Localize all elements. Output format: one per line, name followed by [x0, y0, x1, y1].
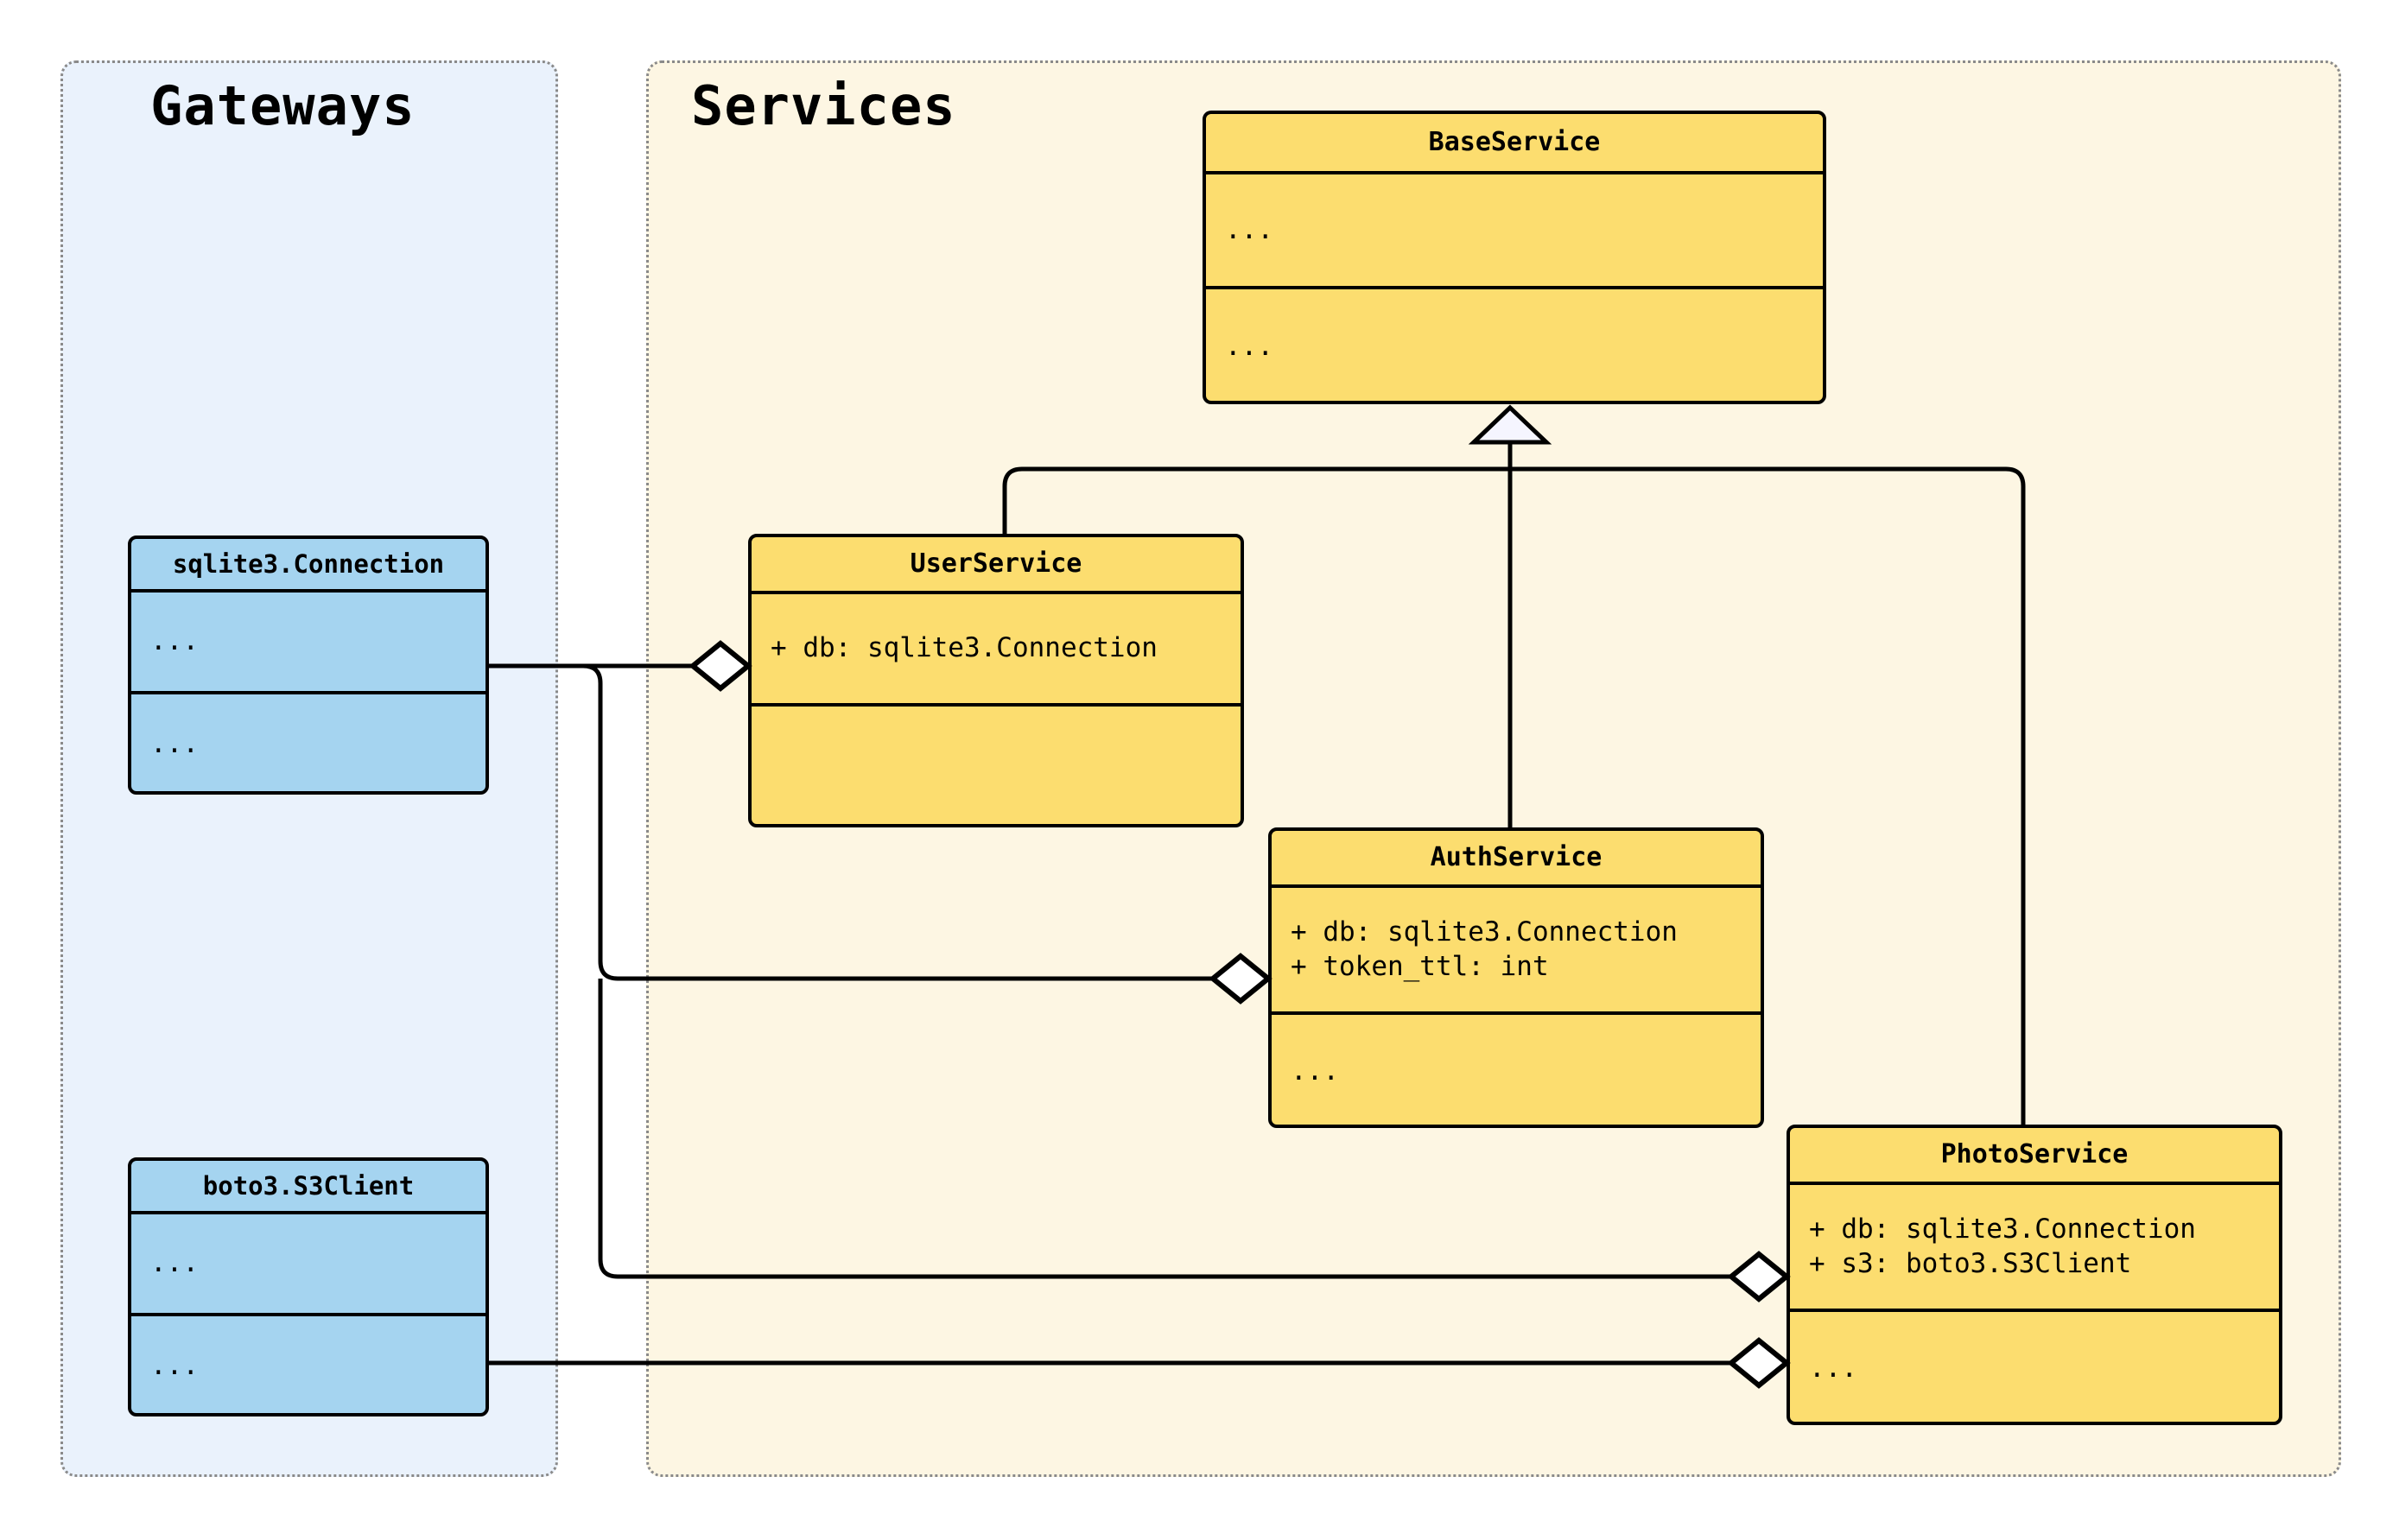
- class-methods-baseservice: ...: [1225, 330, 1273, 362]
- class-attributes-sqlite3-connection: ...: [131, 593, 486, 694]
- class-box-sqlite3-connection[interactable]: sqlite3.Connection ... ...: [128, 536, 489, 795]
- class-box-userservice[interactable]: UserService + db: sqlite3.Connection: [748, 534, 1244, 827]
- class-attributes-authservice: + db: sqlite3.Connection + token_ttl: in…: [1272, 888, 1761, 1015]
- class-box-photoservice[interactable]: PhotoService + db: sqlite3.Connection + …: [1787, 1125, 2282, 1425]
- class-box-baseservice[interactable]: BaseService ... ...: [1203, 111, 1826, 404]
- class-methods-sqlite3-connection: ...: [150, 728, 199, 760]
- class-title-boto3-s3client: boto3.S3Client: [131, 1161, 486, 1214]
- class-title-authservice: AuthService: [1272, 831, 1761, 888]
- class-methods-userservice: [752, 707, 1241, 824]
- class-title-sqlite3-connection: sqlite3.Connection: [131, 539, 486, 593]
- class-attributes-photoservice: + db: sqlite3.Connection + s3: boto3.S3C…: [1790, 1185, 2279, 1312]
- class-methods-boto3-s3client: ...: [150, 1350, 199, 1382]
- class-box-boto3-s3client[interactable]: boto3.S3Client ... ...: [128, 1157, 489, 1416]
- class-attributes-baseservice: ...: [1206, 174, 1823, 289]
- class-methods-authservice: ...: [1291, 1055, 1339, 1087]
- class-attributes-boto3-s3client: ...: [131, 1214, 486, 1316]
- package-services-title: Services: [691, 74, 956, 137]
- class-title-userservice: UserService: [752, 537, 1241, 594]
- class-attributes-userservice: + db: sqlite3.Connection: [752, 594, 1241, 707]
- class-methods-photoservice: ...: [1809, 1352, 1857, 1384]
- class-box-authservice[interactable]: AuthService + db: sqlite3.Connection + t…: [1268, 827, 1764, 1128]
- class-title-photoservice: PhotoService: [1790, 1128, 2279, 1185]
- class-title-baseservice: BaseService: [1206, 114, 1823, 174]
- package-gateways-title: Gateways: [150, 74, 416, 137]
